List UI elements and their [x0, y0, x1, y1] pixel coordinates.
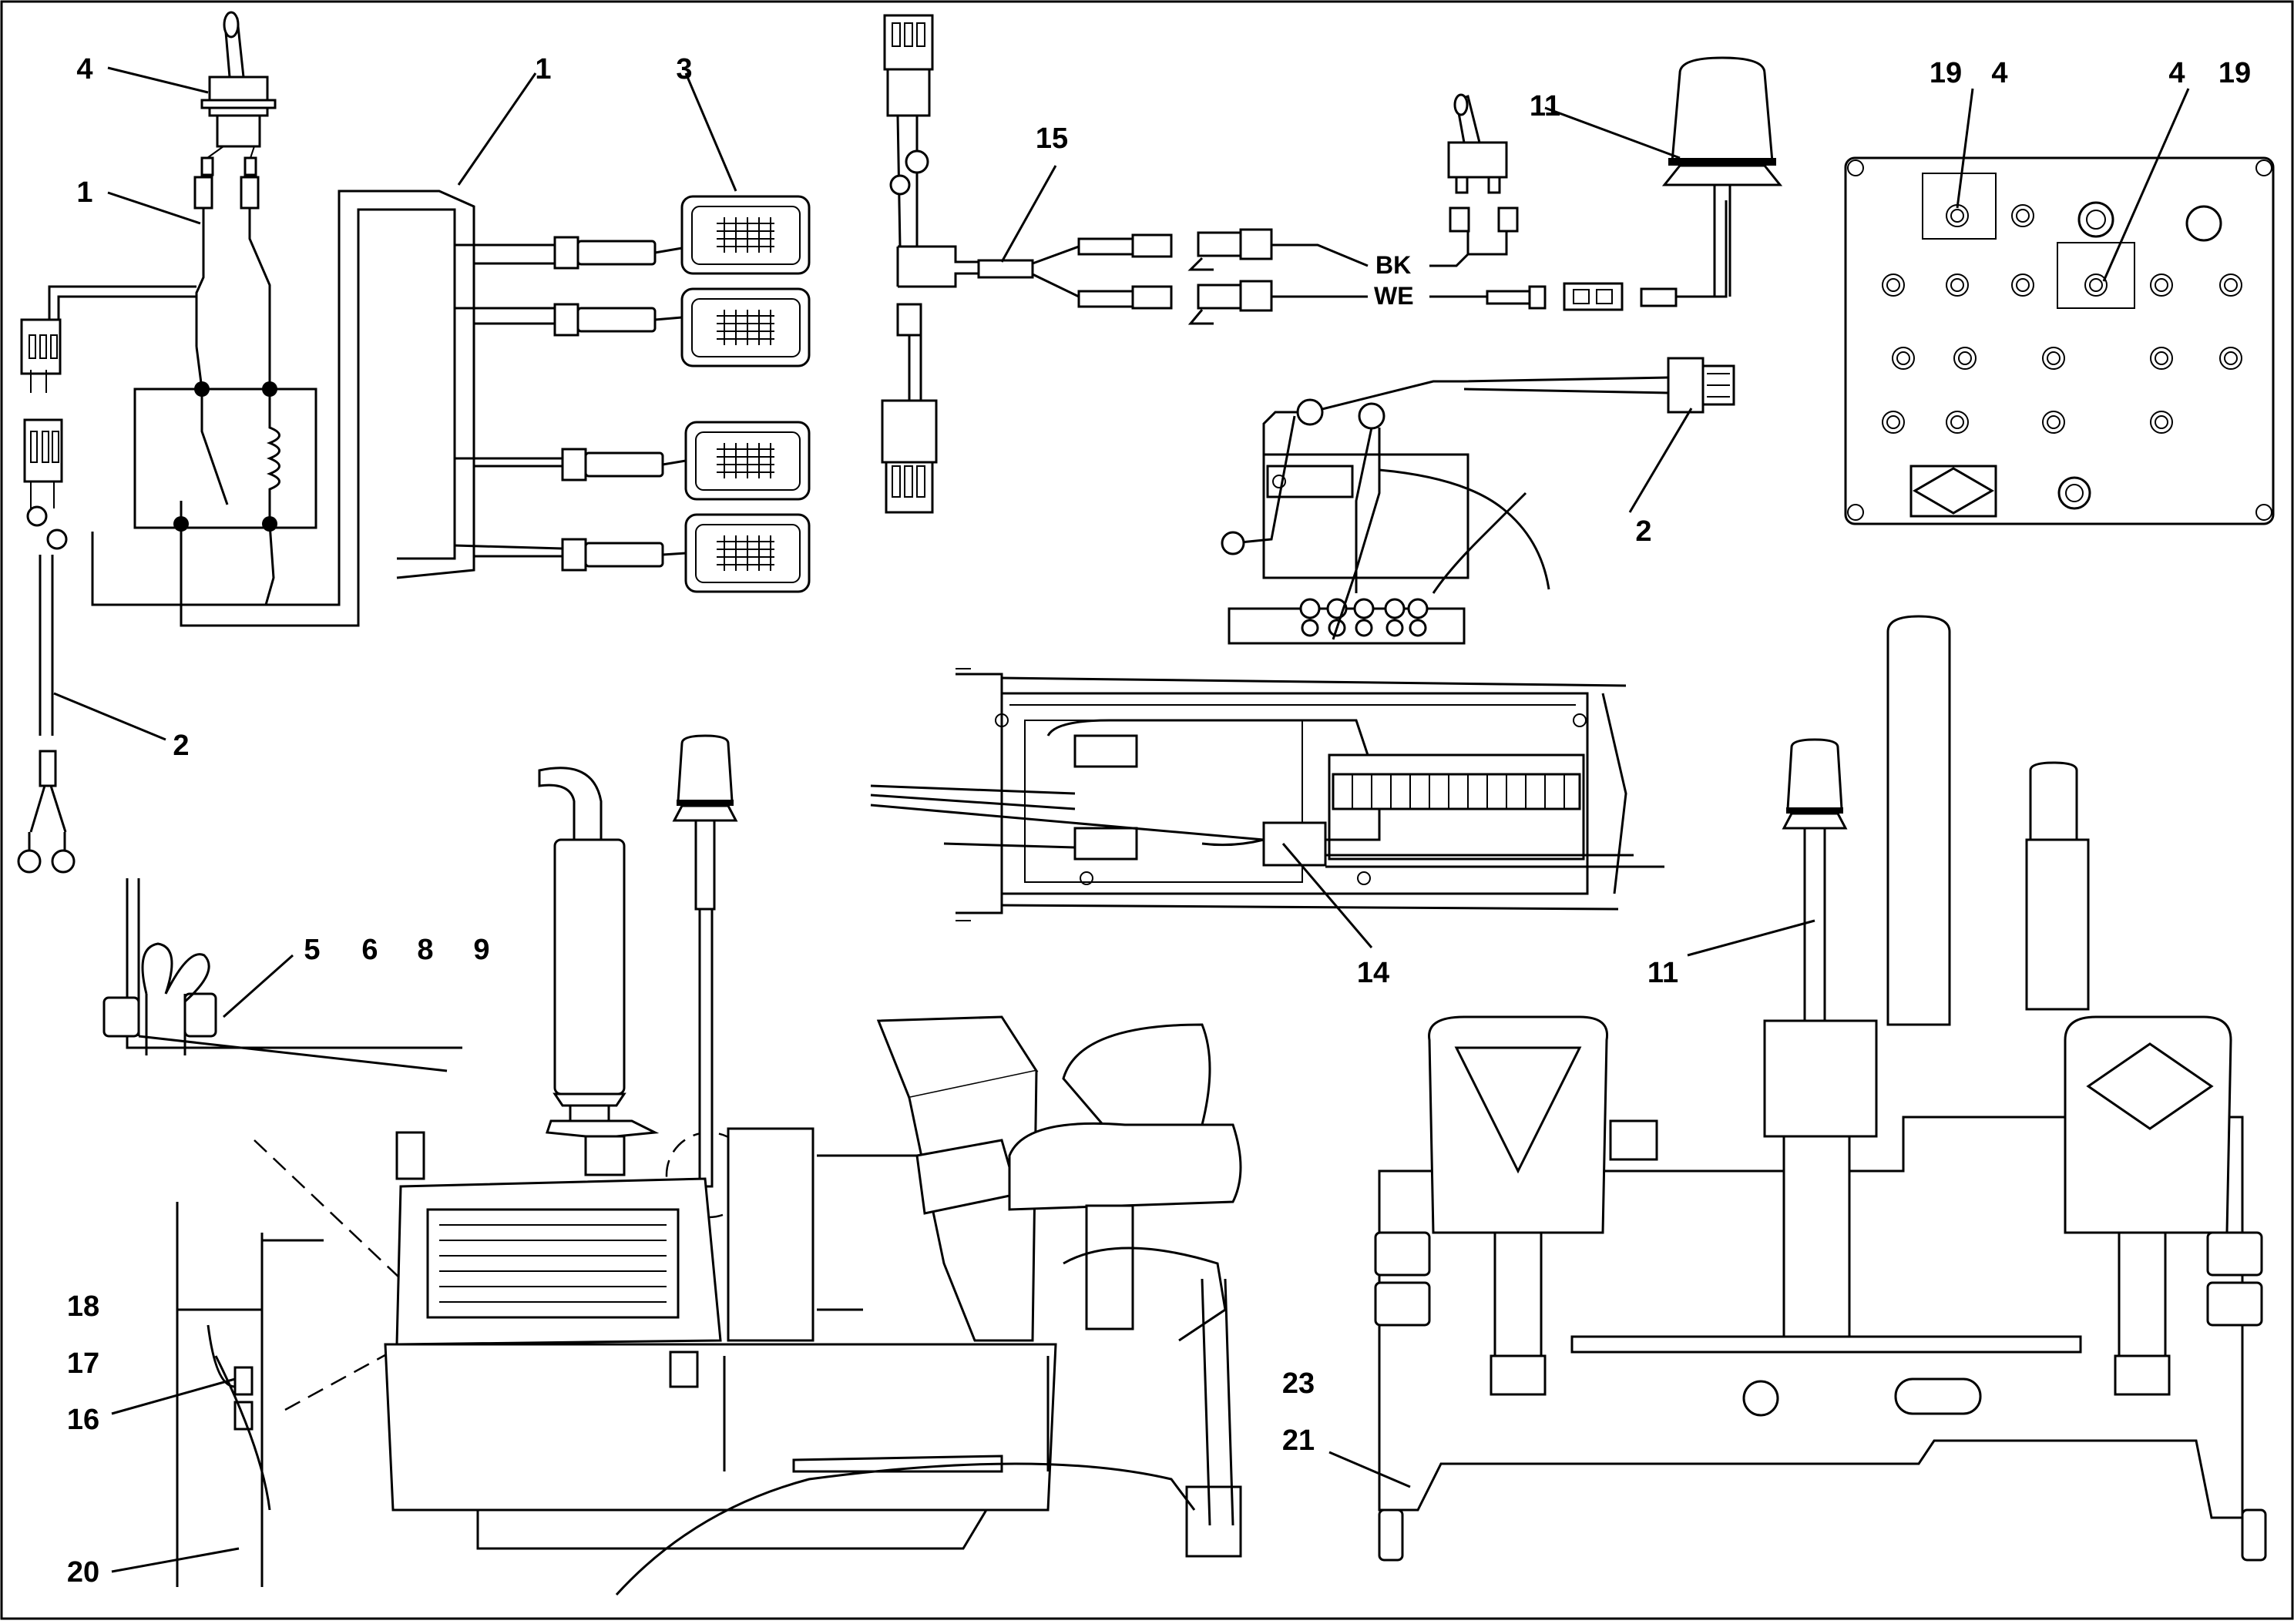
callout-4-panel-right: 4 [2168, 57, 2185, 89]
work-lamp-3 [561, 421, 811, 501]
wire-label-bk: BK [1375, 251, 1411, 279]
callout-19-right: 19 [2218, 57, 2251, 89]
callout-19-left: 19 [1930, 57, 1962, 89]
slow-moving-vehicle-sign [1909, 465, 1997, 518]
work-lamp-1 [553, 195, 811, 275]
rear-seat-left [1428, 1015, 1609, 1396]
callout-5: 5 [304, 934, 320, 966]
callout-2-left: 2 [173, 730, 189, 762]
relay-harness-view [17, 11, 811, 874]
callout-11-rear: 11 [1647, 957, 1678, 989]
work-lamp-4 [561, 513, 811, 593]
control-panel-view [1844, 156, 2275, 525]
engine-hood [384, 1131, 1196, 1596]
callout-3: 3 [676, 53, 692, 86]
beacon-light [1661, 56, 1783, 297]
rear-lamps [1374, 1119, 2263, 1327]
callout-18: 18 [67, 1290, 99, 1323]
relay [133, 346, 317, 532]
work-lamp-2 [553, 287, 811, 367]
callout-17: 17 [67, 1347, 99, 1380]
callout-8: 8 [417, 934, 433, 966]
terminal-strip [1332, 773, 1581, 810]
rear-seat-right [2064, 1015, 2232, 1396]
callout-2-right: 2 [1635, 515, 1651, 548]
machine-side-view [102, 734, 1242, 1596]
callout-1-top: 1 [535, 53, 551, 86]
beacon-harness-view [881, 14, 1783, 645]
panel-switches [1882, 201, 2242, 510]
callout-4-panel-left: 4 [1991, 57, 2007, 89]
ground-cable [17, 555, 76, 874]
battery-fuse-block [1221, 380, 1550, 645]
callout-4-switch: 4 [76, 53, 92, 86]
side-beacon [672, 734, 738, 1188]
bullet-connectors [1077, 228, 1273, 325]
callout-9: 9 [473, 934, 489, 966]
callout-15: 15 [1036, 122, 1068, 155]
callout-11-beacon: 11 [1530, 90, 1560, 122]
clamp-detail [102, 878, 462, 1072]
callout-14: 14 [1357, 957, 1389, 989]
leader-lines [53, 66, 2190, 1573]
callout-16: 16 [67, 1404, 99, 1436]
wire-label-we: WE [1374, 282, 1414, 310]
callout-6: 6 [361, 934, 378, 966]
muffler [538, 767, 660, 1176]
callout-20: 20 [67, 1556, 99, 1589]
harness-connector [20, 318, 68, 550]
callout-numbers: 4 1 1 3 2 15 11 19 4 4 19 2 5 6 8 9 14 1… [67, 53, 2251, 1589]
callout-23: 23 [1282, 1367, 1315, 1400]
callout-21: 21 [1282, 1424, 1315, 1457]
electrical-box-view [870, 668, 1664, 921]
rear-beacon [1782, 738, 1848, 1022]
toggle-switch [193, 11, 277, 210]
callout-1-left: 1 [76, 176, 92, 209]
operator-tower [727, 1015, 1242, 1558]
